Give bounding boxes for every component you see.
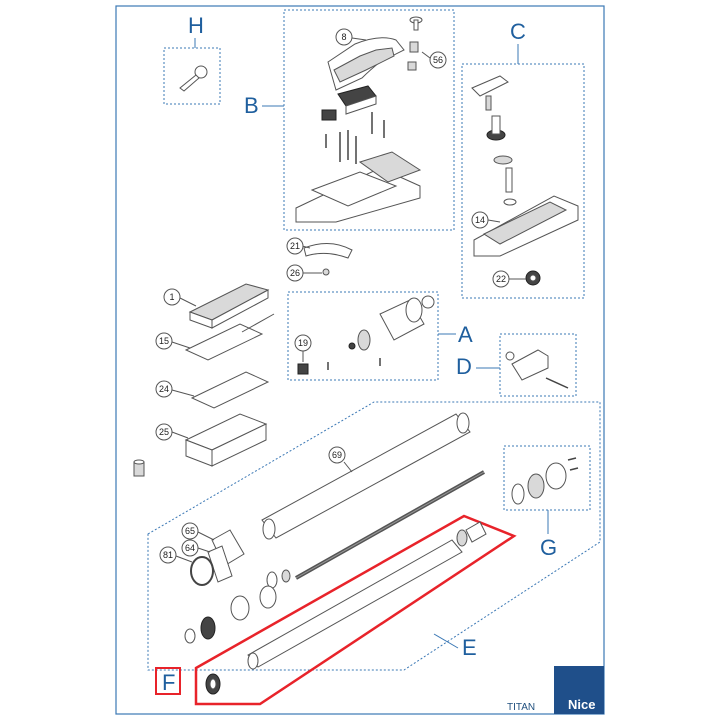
svg-text:1: 1 xyxy=(169,292,174,302)
callout-22: 22 xyxy=(492,270,526,288)
part-19 xyxy=(297,363,309,375)
gear-c xyxy=(486,115,506,141)
group-d-box xyxy=(499,333,577,397)
bracket-64 xyxy=(207,545,233,583)
svg-text:69: 69 xyxy=(332,450,342,460)
a-screws xyxy=(327,358,381,370)
svg-text:21: 21 xyxy=(290,241,300,251)
svg-text:65: 65 xyxy=(185,526,195,536)
group-label-c: C xyxy=(510,19,526,44)
group-a-box xyxy=(287,291,439,381)
group-label-a: A xyxy=(458,322,473,347)
callout-1: 1 xyxy=(163,288,197,307)
bracket-21 xyxy=(303,243,353,259)
c-shaft xyxy=(493,155,517,206)
group-label-g: G xyxy=(540,535,557,560)
outer-frame xyxy=(115,5,605,715)
inner-tube xyxy=(247,521,487,670)
model-name: TITAN xyxy=(507,702,535,713)
lead-screw xyxy=(295,470,485,580)
base-25 xyxy=(184,413,268,467)
ring-81 xyxy=(190,556,214,586)
d-bracket xyxy=(505,349,569,389)
g-end-cap xyxy=(511,457,579,505)
svg-text:56: 56 xyxy=(433,55,443,65)
c-bracket xyxy=(471,75,509,111)
group-e-box xyxy=(147,401,601,671)
group-label-h: H xyxy=(188,13,204,38)
svg-text:15: 15 xyxy=(159,336,169,346)
svg-text:22: 22 xyxy=(496,274,506,284)
callout-8: 8 xyxy=(335,28,367,46)
callout-19: 19 xyxy=(294,334,312,362)
callout-14: 15 xyxy=(155,332,191,350)
e-gear xyxy=(184,616,216,644)
cover-1 xyxy=(188,283,270,329)
svg-text:81: 81 xyxy=(163,550,173,560)
callout-69: 69 xyxy=(328,446,353,473)
knob xyxy=(407,16,423,71)
group-f-box xyxy=(155,667,181,695)
brand-badge xyxy=(554,666,604,714)
callout-65: 65 xyxy=(181,522,215,541)
highlight-f-outline xyxy=(194,514,517,706)
group-h-box xyxy=(163,47,221,105)
callout-56: 56 xyxy=(421,51,447,69)
group-c-box xyxy=(461,63,585,299)
callout-64: 64 xyxy=(181,539,211,557)
svg-text:64: 64 xyxy=(185,543,195,553)
group-label-f: F xyxy=(162,670,175,695)
svg-text:24: 24 xyxy=(159,384,169,394)
brand-logo: Nice xyxy=(568,697,595,712)
svg-text:19: 19 xyxy=(298,338,308,348)
group-label-b: B xyxy=(244,93,259,118)
release-lever xyxy=(327,37,405,91)
c-housing xyxy=(473,195,579,257)
svg-text:8: 8 xyxy=(341,32,346,42)
group-label-d: D xyxy=(456,354,472,379)
e-washers xyxy=(230,569,291,621)
svg-text:25: 25 xyxy=(159,427,169,437)
svg-text:14: 14 xyxy=(475,215,485,225)
callout-21: 21 xyxy=(286,237,311,255)
lock-block xyxy=(321,85,377,121)
callout-26: 26 xyxy=(286,264,322,282)
c-nut xyxy=(525,270,541,286)
callout-81: 81 xyxy=(159,546,193,564)
callout-15: 14 xyxy=(471,211,501,229)
top-housing xyxy=(295,151,422,223)
tube-69 xyxy=(261,412,471,540)
plate-14 xyxy=(184,313,275,361)
b-screws xyxy=(325,112,385,164)
key-part xyxy=(179,65,208,92)
group-b-box xyxy=(283,9,455,231)
group-g-box xyxy=(503,445,591,511)
f-nut xyxy=(205,673,221,695)
callout-24: 24 xyxy=(155,380,195,398)
gasket-24 xyxy=(190,371,270,409)
group-label-e: E xyxy=(462,635,477,660)
motor xyxy=(379,295,435,341)
small-cap xyxy=(133,459,145,477)
svg-text:26: 26 xyxy=(290,268,300,278)
screw-26 xyxy=(322,268,330,276)
callout-25: 25 xyxy=(155,423,189,441)
motor-plate xyxy=(348,329,371,351)
